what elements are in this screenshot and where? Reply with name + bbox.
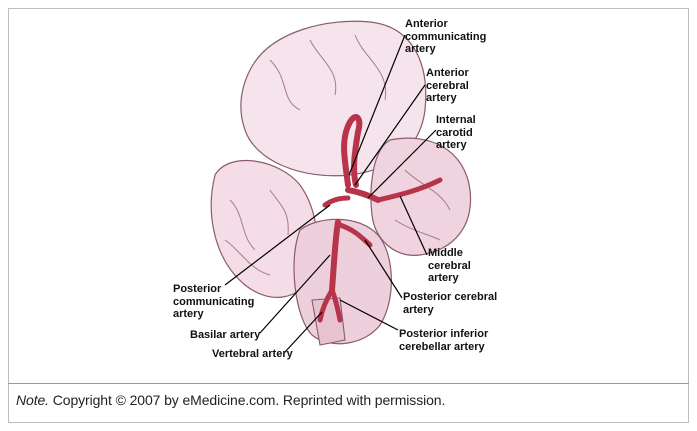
label-internal-carotid-artery: Internal carotid artery <box>436 114 476 152</box>
caption-divider <box>8 383 689 384</box>
brain-artery-diagram <box>0 0 697 380</box>
figure-note: Note. Copyright © 2007 by eMedicine.com.… <box>16 392 445 408</box>
label-posterior-cerebral-artery: Posterior cerebral artery <box>403 291 497 316</box>
label-anterior-cerebral-artery: Anterior cerebral artery <box>426 67 469 105</box>
label-anterior-communicating-artery: Anterior communicating artery <box>405 18 486 56</box>
label-middle-cerebral-artery: Middle cerebral artery <box>428 247 471 285</box>
label-posterior-inferior-cerebellar-artery: Posterior inferior cerebellar artery <box>399 328 488 353</box>
posterior-communicating-artery-vessel <box>325 198 348 205</box>
label-posterior-communicating-artery: Posterior communicating artery <box>173 283 254 321</box>
note-text: Copyright © 2007 by eMedicine.com. Repri… <box>49 392 445 408</box>
label-vertebral-artery: Vertebral artery <box>212 348 293 361</box>
note-lead: Note. <box>16 392 49 408</box>
label-basilar-artery: Basilar artery <box>190 329 260 342</box>
